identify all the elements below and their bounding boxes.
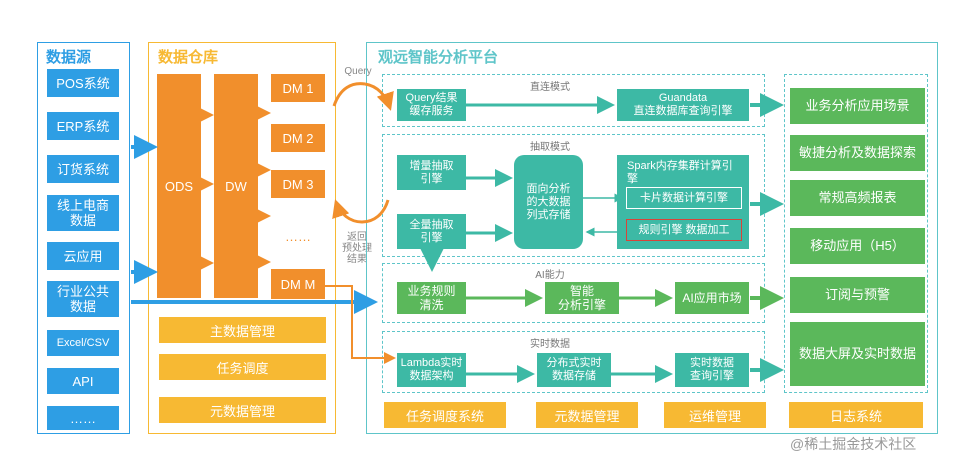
data-source-panel [37, 42, 130, 434]
return-label: 返回 预处理 结果 [342, 232, 372, 265]
source-excel: Excel/CSV [47, 330, 119, 356]
dm-m: DM M [271, 269, 325, 299]
dm-more: …… [285, 228, 311, 244]
app-regular-reports: 常规高频报表 [790, 180, 925, 216]
source-api: API [47, 368, 119, 394]
columnar-storage: 面向分析 的大数据 列式存储 [514, 155, 583, 249]
source-more: …… [47, 406, 119, 430]
extract-mode-label: 抽取模式 [530, 142, 570, 153]
platform-title: 观远智能分析平台 [378, 49, 499, 66]
rules-engine: 规则引擎 数据加工 [626, 219, 742, 241]
app-agile-analysis: 敏捷分析及数据探索 [790, 135, 925, 171]
source-ordering: 订货系统 [47, 155, 119, 183]
log-system: 日志系统 [789, 402, 923, 428]
applications-section [784, 74, 928, 393]
source-cloud: 云应用 [47, 242, 119, 270]
query-curve-out [364, 82, 394, 111]
metadata-mgmt: 元数据管理 [159, 397, 326, 423]
platform-panel [366, 42, 938, 434]
direct-mode-label: 直连模式 [530, 82, 570, 93]
query-label: Query [344, 66, 372, 77]
dw-block: DW [214, 74, 258, 298]
spark-engine-label: Spark内存集群计算引 擎 [627, 160, 733, 185]
lambda-architecture: Lambda实时 数据架构 [397, 353, 466, 387]
incremental-extract-engine: 增量抽取 引擎 [397, 155, 466, 190]
query-curve [332, 82, 366, 107]
platform-metadata-mgmt: 元数据管理 [536, 402, 638, 428]
app-big-screen: 数据大屏及实时数据 [790, 322, 925, 386]
warehouse-panel [148, 42, 336, 434]
dm-1: DM 1 [271, 74, 325, 102]
ai-label: AI能力 [535, 270, 565, 281]
warehouse-title: 数据仓库 [158, 49, 219, 66]
ods-block: ODS [157, 74, 201, 298]
guandata-direct-engine: Guandata 直连数据库查询引擎 [617, 89, 749, 121]
source-industry: 行业公共 数据 [47, 281, 119, 317]
card-calc-engine: 卡片数据计算引擎 [626, 187, 742, 209]
data-source-title: 数据源 [46, 49, 92, 66]
dm-3: DM 3 [271, 170, 325, 198]
source-pos: POS系统 [47, 69, 119, 97]
arrow-dm-lambda [325, 285, 396, 364]
master-data-mgmt: 主数据管理 [159, 317, 326, 343]
return-curve [332, 199, 390, 224]
app-mobile-h5: 移动应用（H5） [790, 228, 925, 264]
task-scheduling: 任务调度 [159, 354, 326, 380]
app-business-analysis: 业务分析应用场景 [790, 88, 925, 124]
ops-management: 运维管理 [664, 402, 766, 428]
realtime-label: 实时数据 [530, 339, 570, 350]
app-subscription-alert: 订阅与预警 [790, 277, 925, 313]
ai-app-market: AI应用市场 [675, 282, 749, 314]
distributed-realtime-storage: 分布式实时 数据存储 [537, 353, 611, 387]
watermark: @稀土掘金技术社区 [790, 436, 917, 452]
business-rule-cleansing: 业务规则 清洗 [397, 282, 466, 314]
task-scheduling-system: 任务调度系统 [384, 402, 506, 428]
query-cache-service: Query结果 缓存服务 [397, 89, 466, 121]
realtime-query-engine: 实时数据 查询引擎 [675, 353, 749, 387]
full-extract-engine: 全量抽取 引擎 [397, 214, 466, 249]
source-erp: ERP系统 [47, 112, 119, 140]
smart-analysis-engine: 智能 分析引擎 [545, 282, 619, 314]
source-ecommerce: 线上电商 数据 [47, 195, 119, 231]
dm-2: DM 2 [271, 124, 325, 152]
